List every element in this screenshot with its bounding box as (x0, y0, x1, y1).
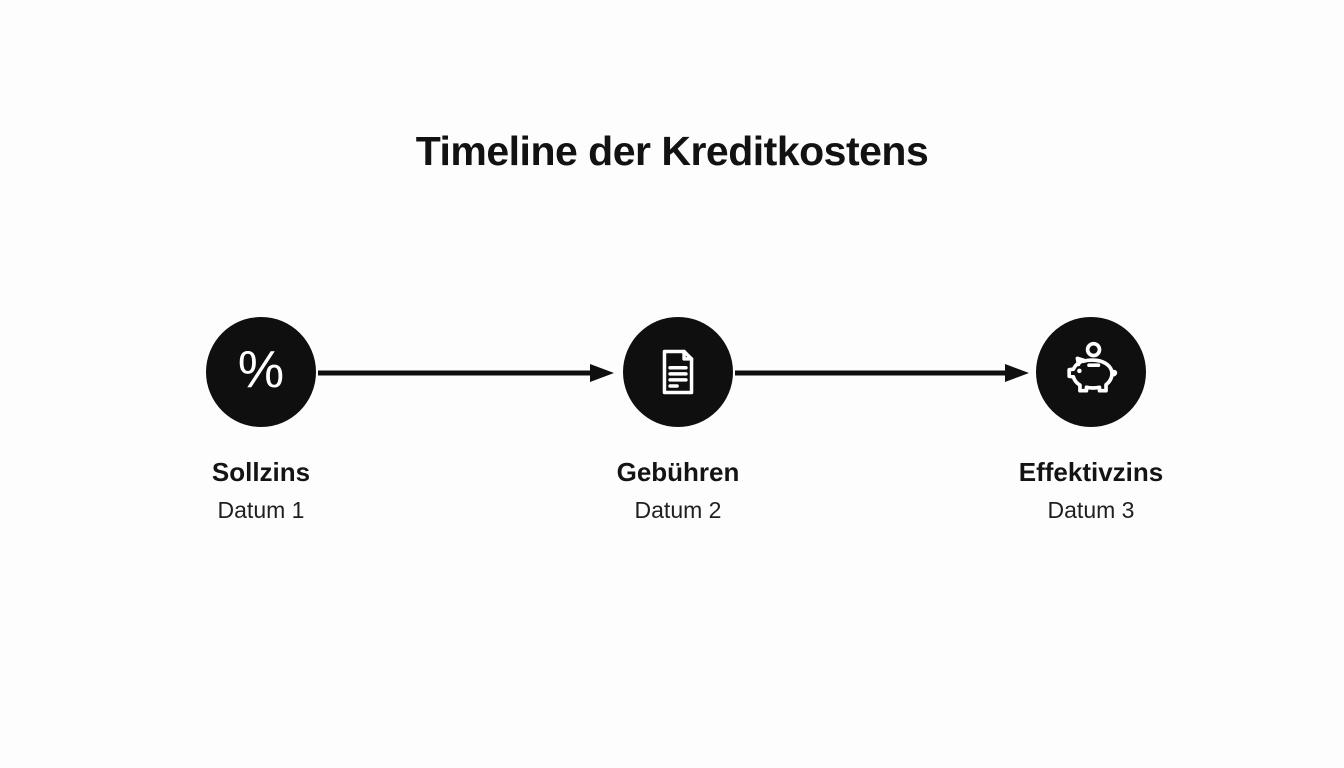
node-label: Sollzins (211, 457, 311, 487)
node-label: Effektivzins (1018, 457, 1164, 487)
node-date: Datum 3 (1047, 497, 1135, 523)
page-title: Timeline der Kreditkostens (415, 128, 929, 174)
timeline-node-sollzins: % Sollzins Datum 1 (141, 317, 381, 524)
node-date: Datum 1 (217, 497, 305, 523)
arrow-right-icon (318, 364, 614, 382)
node-date: Datum 2 (634, 497, 722, 523)
node-circle (1036, 317, 1146, 427)
timeline-node-effektivzins: Effektivzins Datum 3 (971, 317, 1211, 524)
node-circle (623, 317, 733, 427)
timeline-node-gebuehren: Gebühren Datum 2 (558, 317, 798, 524)
document-icon (662, 349, 694, 395)
timeline-arrow (318, 360, 614, 386)
timeline-arrow (735, 360, 1029, 386)
node-label: Gebühren (616, 457, 740, 487)
arrow-right-icon (735, 364, 1029, 382)
node-circle: % (206, 317, 316, 427)
piggy-bank-icon (1067, 341, 1118, 393)
percent-icon: % (237, 341, 285, 399)
